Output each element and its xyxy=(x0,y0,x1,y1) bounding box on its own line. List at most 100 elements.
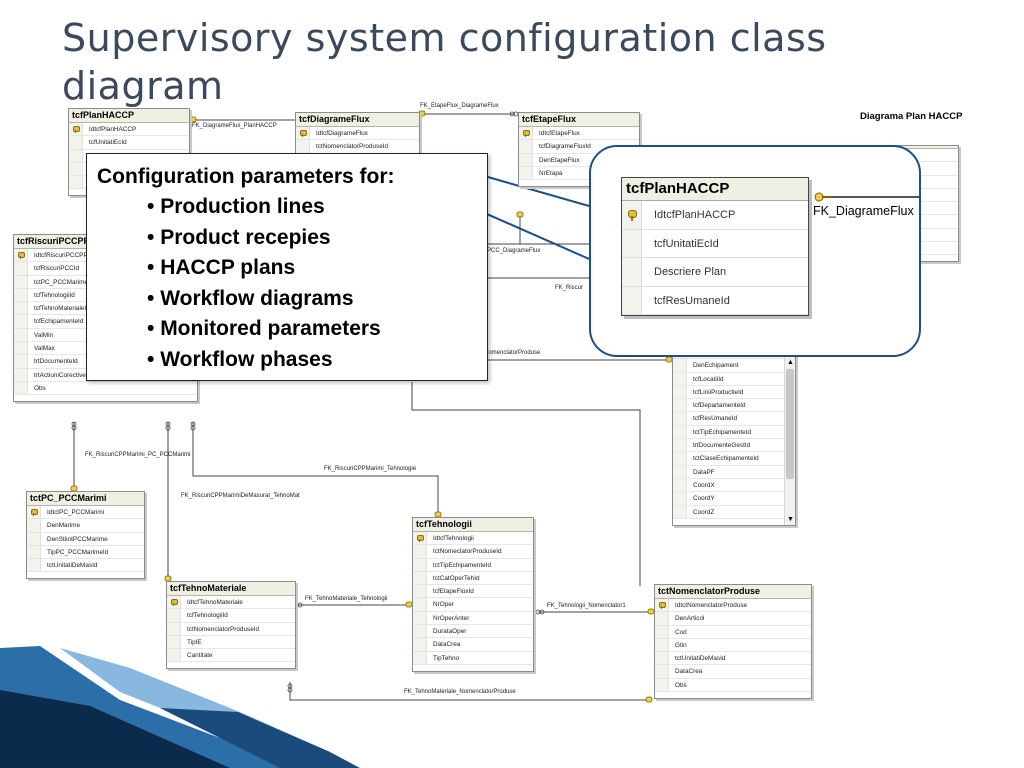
row-selector xyxy=(673,359,687,372)
table-scrollbar[interactable]: ▲ ▼ xyxy=(784,357,795,525)
table-header: tcfDiagrameFlux xyxy=(296,113,419,127)
row-selector xyxy=(673,439,687,452)
column-name: trtDocumenteId xyxy=(34,358,78,366)
table-column[interactable]: tctNomenclatorProduseId xyxy=(167,622,295,636)
table-column[interactable]: IdtcfTehnoMateriale xyxy=(167,596,295,610)
table-column[interactable]: tctNomenclatorProduseId xyxy=(296,140,419,154)
table-column[interactable]: IdtcfTehnologii xyxy=(413,532,533,546)
scroll-thumb[interactable] xyxy=(786,369,794,479)
row-selector xyxy=(413,598,427,611)
table-column[interactable]: CoordZ xyxy=(673,505,795,519)
zoom-column[interactable]: IdtcfPlanHACCP xyxy=(622,201,808,230)
table-column[interactable]: IdtctPC_PCCMarimi xyxy=(27,506,144,520)
primary-key-icon xyxy=(523,130,530,137)
table-column[interactable]: CoordY xyxy=(673,492,795,506)
row-selector xyxy=(519,166,533,180)
row-selector xyxy=(167,635,181,649)
table-column[interactable]: IdtcfEtapeFlux xyxy=(519,127,639,141)
primary-key-icon xyxy=(628,210,637,221)
table-column[interactable]: DataCrea xyxy=(413,638,533,652)
table-column[interactable]: tctTipEchipamenteId xyxy=(673,425,795,440)
table-column[interactable]: DataPF xyxy=(673,465,795,479)
table-column[interactable]: DenEchipament xyxy=(673,359,795,373)
row-selector xyxy=(655,638,669,652)
column-name: trtActiuniCorectiveId xyxy=(34,371,92,379)
table-column[interactable]: NrOperAnter xyxy=(413,611,533,626)
table-column[interactable]: DataCrea xyxy=(655,665,811,679)
column-name: tcfResUmaneId xyxy=(693,415,738,423)
table-column[interactable]: DenEtapeFlux xyxy=(519,153,639,167)
zoom-column[interactable]: Descriere Plan xyxy=(622,258,808,287)
callout-item: Workflow diagrams xyxy=(147,284,477,315)
zoom-column[interactable]: tcfResUmaneId xyxy=(622,286,808,315)
column-name: tcfDiagrameFluxId xyxy=(539,143,591,151)
scroll-down-icon[interactable]: ▼ xyxy=(787,515,794,523)
table-column[interactable]: tctCatOperTehId xyxy=(413,571,533,586)
row-selector xyxy=(413,625,427,638)
row-selector xyxy=(519,153,533,166)
table-column[interactable]: tcfDepartamenteId xyxy=(673,399,795,413)
table-column[interactable]: tctClaseEchipamenteId xyxy=(673,452,795,466)
callout-item: Product recepies xyxy=(147,223,477,254)
row-selector xyxy=(673,385,687,399)
row-selector xyxy=(27,519,41,532)
zoom-table-tcfPlanHACCP[interactable]: tcfPlanHACCP IdtcfPlanHACCP tcfUnitatiEc… xyxy=(621,177,809,316)
table-column[interactable]: tcfLiniiProductieId xyxy=(673,385,795,400)
table-column[interactable]: CoordX xyxy=(673,478,795,493)
table-column[interactable]: Gtin xyxy=(655,638,811,653)
table-column[interactable]: tcfUnitatiEcId xyxy=(69,136,189,150)
table-column[interactable]: NrOper xyxy=(413,598,533,612)
column-name: tcfLocatiiId xyxy=(693,375,724,383)
table-column[interactable]: tcfLocatiiId xyxy=(673,372,795,386)
table-column[interactable]: Cantitate xyxy=(167,649,295,663)
table-column[interactable]: DenArticol xyxy=(655,612,811,626)
column-name: Obs xyxy=(675,681,687,689)
row-selector xyxy=(673,478,687,492)
column-name: DenMarime xyxy=(47,522,81,530)
table-column[interactable]: tctUnitatiDeMasId xyxy=(27,559,144,573)
table-column[interactable]: tcfTehnologiiId xyxy=(167,609,295,623)
table-column[interactable]: Obs xyxy=(655,678,811,693)
table-column[interactable]: DenMarime xyxy=(27,519,144,533)
row-selector xyxy=(14,275,28,288)
table-column[interactable]: Cod xyxy=(655,625,811,639)
table-column[interactable]: tctNomeclatorProduseId xyxy=(413,545,533,559)
table-column[interactable]: tctTipEchipamenteId xyxy=(413,558,533,572)
column-name: tcfTehnoMaterialeId xyxy=(34,305,90,313)
table-column[interactable]: DenStiintPCCMarime xyxy=(27,532,144,546)
column-name: tctPC_PCCMarimeId xyxy=(34,278,94,286)
scroll-up-icon[interactable]: ▲ xyxy=(787,359,794,366)
table-column[interactable]: trtActiuniCorectiveId xyxy=(14,368,197,382)
table-column[interactable]: tcfResUmaneId xyxy=(673,412,795,426)
column-name: tctTipEchipamenteId xyxy=(693,428,752,436)
table-column[interactable]: DurataOper xyxy=(413,625,533,639)
table-column[interactable]: tcfDiagrameFluxId xyxy=(519,140,639,154)
zoom-column[interactable]: tcfUnitatiEcId xyxy=(622,229,808,258)
table-column[interactable]: tcfEtapeFluxId xyxy=(413,585,533,599)
column-name: tctNomeclatorProduseId xyxy=(433,548,502,556)
primary-key-icon xyxy=(31,509,38,516)
row-selector xyxy=(69,149,83,162)
table-column[interactable]: Obs xyxy=(14,381,197,396)
callout-item: HACCP plans xyxy=(147,253,477,284)
table-header: tcfTehnologii xyxy=(413,518,533,532)
table-column[interactable]: TipTehno xyxy=(413,651,533,665)
column-name: NrEtapa xyxy=(539,169,563,177)
slide-decoration xyxy=(0,646,360,768)
table-column[interactable]: IdtcfDiagrameFlux xyxy=(296,127,419,141)
table-column[interactable]: TipIE xyxy=(167,635,295,650)
table-column[interactable]: tctUnitatiDeMasId xyxy=(655,652,811,666)
table-column[interactable]: IdtctNomenclatorProduse xyxy=(655,599,811,613)
table-column[interactable]: trtDocumenteGestId xyxy=(673,439,795,453)
table-column[interactable]: NrEtapa xyxy=(519,166,639,181)
column-name: TipTehno xyxy=(433,654,460,662)
column-name: trtDocumenteGestId xyxy=(693,442,751,450)
table-column[interactable]: IdtcfPlanHACCP xyxy=(69,123,189,137)
table-column[interactable]: TipPC_PCCMarimeId xyxy=(27,545,144,560)
table-tcfEchipamente[interactable]: IdtcfEchipamenteDenEchipamenttcfLocatiiI… xyxy=(672,342,796,526)
